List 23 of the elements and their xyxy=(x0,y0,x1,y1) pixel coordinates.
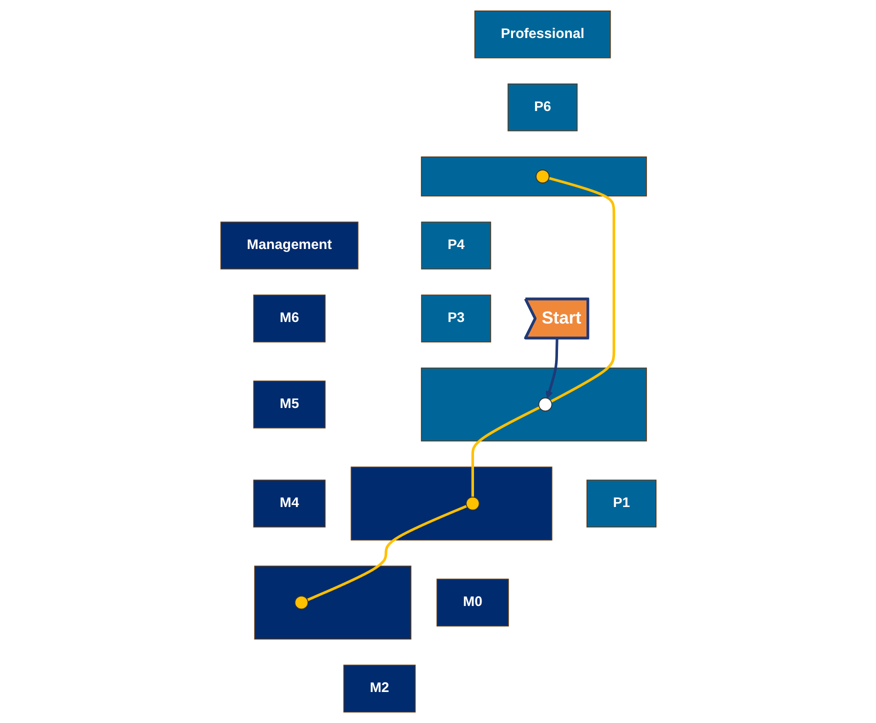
cluster xyxy=(350,466,552,540)
node-circle xyxy=(538,398,552,412)
arrow xyxy=(545,338,558,399)
node-box: M0 xyxy=(436,578,508,626)
connector xyxy=(306,504,467,602)
node-box: M6 xyxy=(252,294,326,342)
node-circle xyxy=(294,596,308,610)
cluster xyxy=(420,368,646,442)
node-box: M2 xyxy=(342,664,416,712)
node-box: P1 xyxy=(586,480,656,528)
cluster xyxy=(420,156,646,196)
node-box: P4 xyxy=(420,222,491,270)
node-box: Professional xyxy=(474,10,610,58)
node-circle xyxy=(465,496,480,510)
node-box: M5 xyxy=(252,380,326,428)
node-box: P3 xyxy=(420,294,491,342)
cluster xyxy=(254,566,411,640)
node-box: P6 xyxy=(507,84,578,132)
node-box: M4 xyxy=(252,480,326,528)
node-box: Management xyxy=(220,222,358,270)
connector xyxy=(470,406,540,498)
connector xyxy=(548,176,615,403)
node-circle xyxy=(535,170,550,184)
